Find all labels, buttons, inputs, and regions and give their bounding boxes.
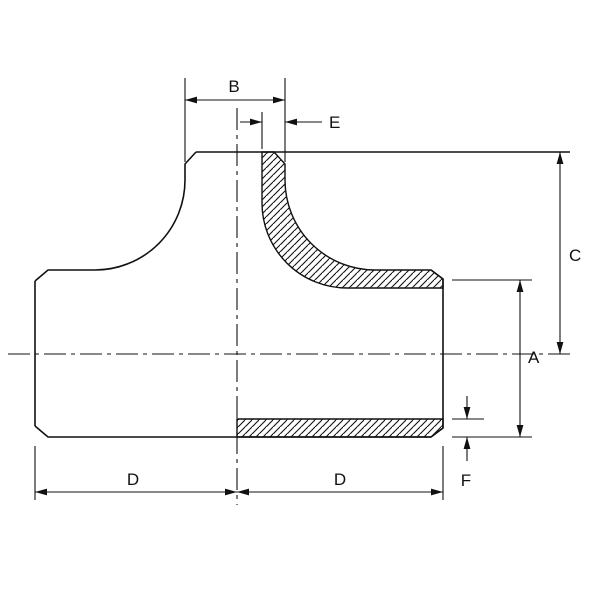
arrowhead-b-left [185, 96, 197, 104]
arrowhead-e-left [250, 118, 262, 126]
dim-label-b: B [228, 77, 239, 96]
dim-label-d-right: D [334, 470, 346, 489]
tee-right-end-face [430, 269, 444, 438]
arrowhead-d-far-right [431, 488, 443, 496]
run-bottom-wall-hatch [236, 418, 444, 438]
dim-label-e: E [329, 113, 340, 132]
dim-label-c: C [569, 246, 581, 265]
arrowhead-a-top [516, 280, 524, 292]
arrowhead-d-far-left [35, 488, 47, 496]
dim-label-f: F [461, 471, 471, 490]
arrowhead-d-center-left [237, 488, 249, 496]
tee-bottom-edge [34, 425, 431, 438]
dim-label-a: A [528, 348, 540, 367]
dim-label-d-left: D [127, 470, 139, 489]
arrowhead-c-top [556, 152, 564, 164]
arrowhead-a-bottom [516, 425, 524, 437]
tee-outline-left [34, 151, 197, 282]
arrowhead-f-down [463, 407, 471, 419]
arrowhead-e-right [285, 118, 297, 126]
arrowhead-c-bottom [556, 342, 564, 354]
arrowhead-d-center-right [225, 488, 237, 496]
arrowhead-f-up [463, 437, 471, 449]
arrowhead-b-right [273, 96, 285, 104]
